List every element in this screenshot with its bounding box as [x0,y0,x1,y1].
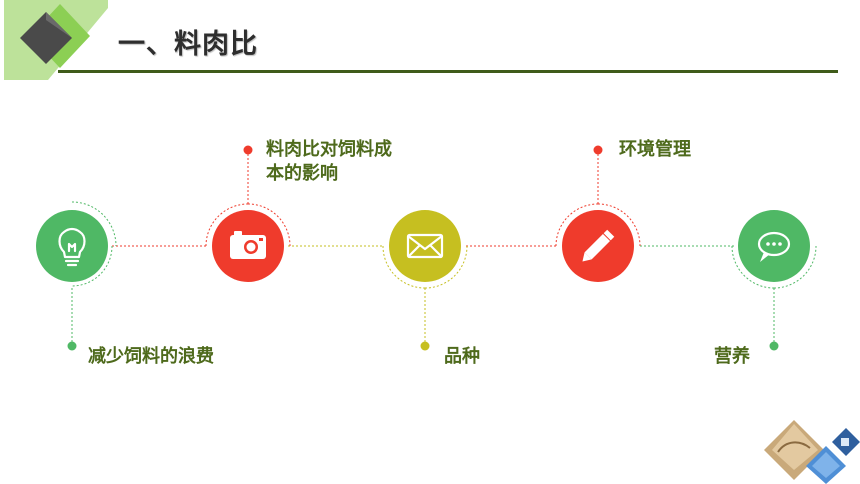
node-halos [71,201,817,289]
bullet-dot-5 [769,341,779,351]
node-3 [389,210,461,282]
node-label-5: 营养 [714,346,750,367]
node-label-2: 料肉比对饲料成本的影响 [266,139,392,184]
node-label-4: 环境管理 [619,139,691,160]
header-rule [58,70,838,73]
bullet-dot-3 [420,341,430,351]
header-tab-decoration [4,0,108,80]
corner-photo-decoration [764,420,860,484]
camera-icon [230,231,266,259]
envelope-icon [406,233,444,259]
node-label-1: 减少饲料的浪费 [88,346,214,367]
bullet-dot-2 [243,145,253,155]
node-1 [36,210,108,282]
pencil-icon [582,229,615,262]
chat-bubble-icon [757,231,791,262]
node-label-3: 品种 [444,346,480,367]
node-2 [212,210,284,282]
page-title: 一、料肉比 [118,29,258,60]
node-5 [738,210,810,282]
bullet-dot-1 [67,341,77,351]
node-4 [562,210,634,282]
bullet-dot-4 [593,145,603,155]
bullet-dots [67,145,779,351]
connector-lines [71,150,775,346]
lightbulb-icon [58,227,86,267]
